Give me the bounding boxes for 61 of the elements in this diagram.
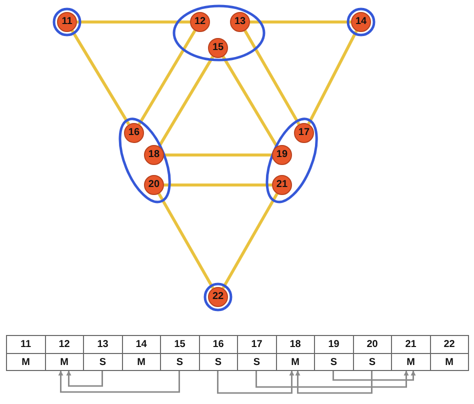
role-letter: S (252, 356, 262, 370)
numbered-circle: 22 (208, 287, 228, 307)
table-column (83, 335, 122, 371)
numbered-circle: 21 (272, 174, 292, 195)
table-column (198, 335, 238, 371)
role-letter: S (329, 356, 338, 370)
group-ellipse (52, 7, 82, 37)
table-column (352, 335, 392, 371)
role-letter: S (368, 356, 377, 370)
group-ellipse (265, 116, 319, 204)
table-column (44, 335, 84, 371)
connector-line (222, 56, 278, 148)
role-letter: S (214, 356, 223, 370)
column-number: 22 (430, 336, 468, 354)
table-column (391, 335, 430, 371)
group-ellipse (346, 7, 376, 37)
numbered-circle: 20 (144, 174, 164, 195)
role-letter: M (290, 356, 300, 370)
role-letter: S (175, 356, 184, 370)
group-ellipse (118, 116, 172, 204)
table-column (430, 335, 469, 371)
connector-line (164, 184, 272, 186)
group-ellipse (203, 282, 233, 312)
role-letter: S (98, 356, 108, 370)
role-letter: M (20, 356, 31, 370)
connector-line (222, 192, 278, 290)
table-column (314, 335, 354, 371)
table-column (237, 335, 276, 371)
bracket-arrow (66, 370, 103, 387)
role-letter: M (444, 356, 454, 370)
numbered-circle: 11 (57, 12, 77, 32)
role-letter: M (59, 356, 70, 370)
role-letter: M (406, 356, 416, 370)
connector-line (77, 20, 190, 24)
connector-line (138, 30, 196, 126)
role-letter: M (136, 356, 146, 370)
connector-line (244, 30, 300, 126)
table-column (122, 335, 161, 371)
bracket-arrow (332, 370, 416, 381)
numbered-circle: 17 (294, 122, 314, 143)
bracket-arrow (217, 370, 294, 394)
connector-line (164, 154, 272, 156)
group-ellipse (172, 4, 266, 62)
connector-line (70, 30, 130, 126)
connector-line (250, 20, 351, 24)
table-column (160, 335, 200, 371)
table-column (6, 335, 46, 371)
numbered-circle: 18 (144, 144, 164, 165)
bracket-arrow (295, 370, 372, 394)
connector-line (158, 56, 214, 148)
numbered-circle: 19 (272, 144, 292, 165)
connector-line (158, 192, 214, 290)
bracket-arrow (58, 370, 180, 393)
numbered-circle: 13 (230, 12, 250, 32)
numbered-circle: 14 (351, 12, 371, 32)
connector-line (307, 30, 358, 125)
table-column (276, 335, 315, 371)
bracket-arrow (256, 370, 409, 388)
numbered-circle: 12 (190, 12, 210, 32)
numbered-circle: 15 (208, 38, 228, 58)
numbered-circle: 16 (124, 122, 144, 143)
